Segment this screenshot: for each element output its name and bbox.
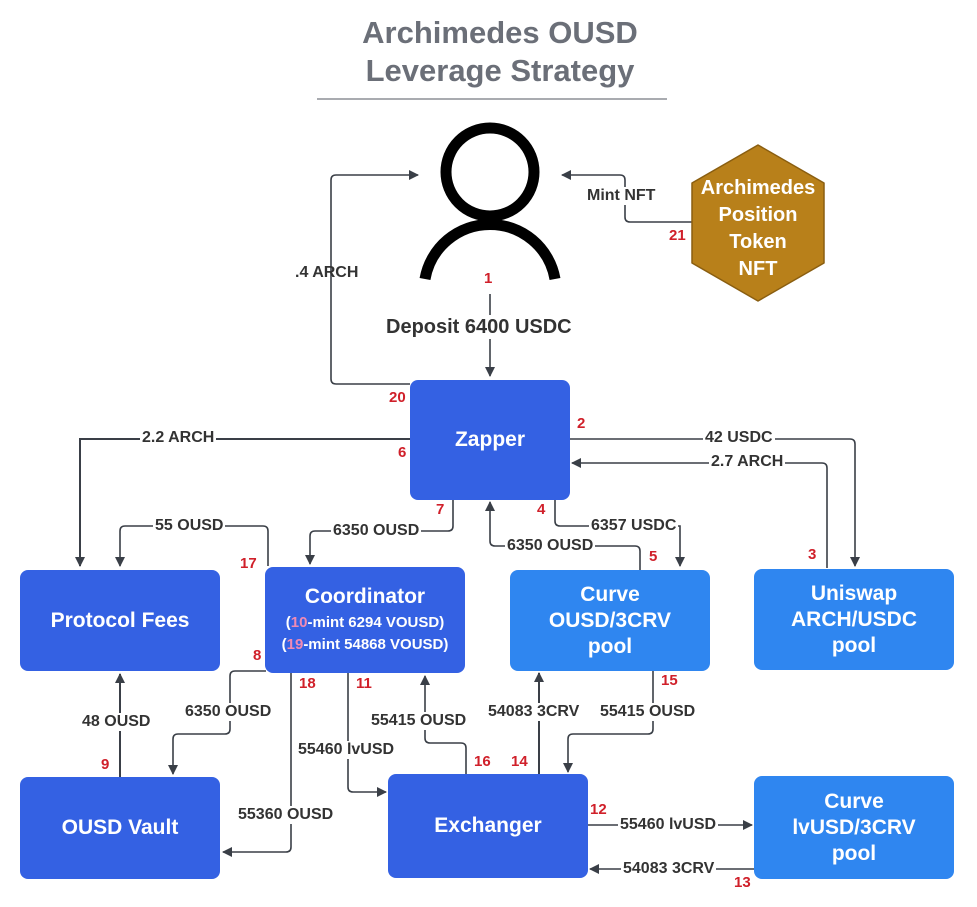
arrow-ousd-to-vault [168, 670, 266, 775]
flow-label-ousd-from-curve-big: 55415 OUSD [598, 703, 698, 721]
step-number: 17 [240, 555, 257, 572]
arrow-ousd-to-coord-big [420, 675, 467, 774]
title-line-2: Leverage Strategy [365, 53, 635, 88]
arrow-usdc-uniswap [570, 438, 860, 567]
coordinator-note-2: (19-mint 54868 VOUSD) [281, 636, 449, 653]
curve-ousd-line-3: pool [587, 634, 633, 658]
exchanger-label: Exchanger [434, 814, 542, 837]
step-number: 5 [649, 548, 658, 565]
protocol-fees-node[interactable]: Protocol Fees [20, 570, 220, 671]
step-number: 1 [484, 270, 493, 287]
uniswap-line-1: Uniswap [810, 581, 898, 605]
nft-line-2: Position [718, 204, 798, 226]
flow-label-arch-fees: 2.2 ARCH [140, 429, 217, 447]
uniswap-line-3: pool [831, 633, 877, 657]
user-icon [419, 122, 561, 281]
flow-label-ousd-fees-48: 48 OUSD [80, 713, 153, 731]
coordinator-note-1: (10-mint 6294 VOUSD) [285, 614, 445, 631]
zapper-label: Zapper [454, 428, 525, 451]
flow-label-crv-to-curve: 54083 3CRV [486, 703, 582, 721]
step-number: 7 [436, 501, 445, 518]
curve-ousd-line-2: OUSD/3CRV [548, 608, 672, 632]
diagram-title: Archimedes OUSD Leverage Strategy [300, 14, 700, 90]
step-number: 21 [669, 227, 686, 244]
flow-label-lvusd-to-pool: 55460 lvUSD [618, 816, 719, 834]
flow-label-arch-from-uniswap: 2.7 ARCH [709, 453, 786, 471]
step-number: 9 [101, 756, 110, 773]
flow-label-usdc-uniswap: 42 USDC [703, 429, 775, 447]
coordinator-node[interactable]: Coordinator (10-mint 6294 VOUSD) (19-min… [265, 567, 465, 673]
nft-label: Archimedes Position Token NFT [690, 175, 826, 283]
protocol-fees-label: Protocol Fees [50, 608, 190, 632]
flow-label-arch-to-user: .4 ARCH [295, 264, 359, 281]
curve-lvusd-line-3: pool [831, 841, 877, 865]
curve-lvusd-pool-node[interactable]: Curve lvUSD/3CRV pool [754, 776, 954, 879]
step-number: 6 [398, 444, 407, 461]
step-number: 3 [808, 546, 817, 563]
uniswap-pool-node[interactable]: Uniswap ARCH/USDC pool [754, 569, 954, 670]
step-number: 8 [253, 647, 262, 664]
title-line-1: Archimedes OUSD [362, 15, 638, 50]
flow-label-crv-from-pool: 54083 3CRV [621, 860, 717, 878]
flow-label-ousd-to-vault-big: 55360 OUSD [236, 806, 336, 824]
arrow-ousd-to-vault-big [222, 673, 292, 857]
curve-ousd-pool-node[interactable]: Curve OUSD/3CRV pool [510, 570, 710, 671]
uniswap-line-2: ARCH/USDC [791, 607, 917, 631]
curve-ousd-line-1: Curve [580, 582, 640, 606]
step-number: 20 [389, 389, 406, 406]
flow-label-usdc-to-curve: 6357 USDC [589, 517, 679, 535]
step-number: 12 [590, 801, 607, 818]
step-number: 13 [734, 874, 751, 891]
flow-label-deposit: Deposit 6400 USDC [384, 315, 574, 339]
arrow-arch-to-user [330, 170, 419, 385]
flow-label-ousd-fees-55: 55 OUSD [153, 517, 226, 535]
arrow-lvusd-to-exchanger [347, 673, 387, 797]
exchanger-node[interactable]: Exchanger [388, 774, 588, 878]
arrow-ousd-from-curve-big [563, 671, 654, 773]
zapper-node[interactable]: Zapper [410, 380, 570, 500]
step-number: 15 [661, 672, 678, 689]
flow-label-ousd-to-coord-big: 55415 OUSD [369, 712, 469, 730]
step-number: 18 [299, 675, 316, 692]
curve-lvusd-line-1: Curve [824, 789, 884, 813]
step-number: 14 [511, 753, 528, 770]
nft-line-4: NFT [738, 258, 778, 280]
step-number: 4 [537, 501, 546, 518]
flow-label-lvusd-to-exchanger: 55460 lvUSD [296, 741, 397, 759]
flow-label-ousd-from-curve: 6350 OUSD [505, 537, 596, 555]
coordinator-label: Coordinator [304, 585, 426, 608]
nft-line-1: Archimedes [700, 177, 816, 199]
arrow-arch-fees [75, 438, 410, 567]
title-underline [317, 98, 667, 100]
arrow-ousd-from-curve [485, 501, 641, 570]
arrow-arch-from-uniswap [571, 458, 828, 568]
curve-lvusd-line-2: lvUSD/3CRV [792, 815, 916, 839]
nft-line-3: Token [729, 231, 787, 253]
flow-label-mint-nft: Mint NFT [585, 187, 658, 205]
step-number: 16 [474, 753, 491, 770]
ousd-vault-node[interactable]: OUSD Vault [20, 777, 220, 879]
step-number: 2 [577, 415, 586, 432]
ousd-vault-label: OUSD Vault [61, 816, 179, 839]
flow-label-ousd-to-coord: 6350 OUSD [331, 522, 422, 540]
nft-hexagon[interactable] [690, 143, 826, 303]
flow-label-ousd-to-vault: 6350 OUSD [183, 703, 274, 721]
arrow-usdc-to-curve [554, 500, 685, 567]
step-number: 11 [356, 675, 372, 692]
